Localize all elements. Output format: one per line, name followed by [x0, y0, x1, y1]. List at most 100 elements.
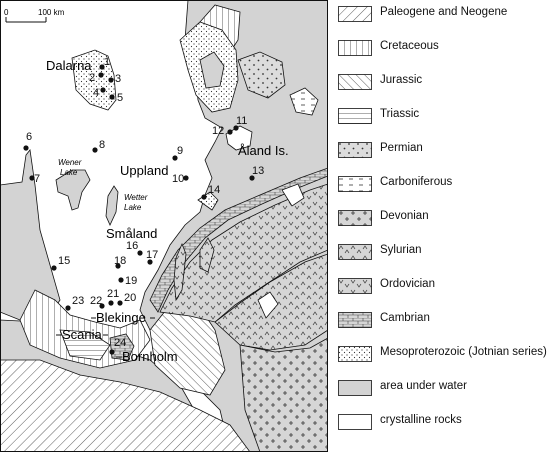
bornholm-island	[109, 333, 135, 361]
island-gotland	[199, 237, 215, 273]
legend-label-permian: Permian	[380, 142, 423, 154]
site-marker-8	[92, 147, 98, 153]
label-scania: Scania	[62, 327, 103, 342]
site-label-18: 18	[114, 255, 126, 267]
legend-item-devonian: Devonian	[338, 208, 548, 228]
zone-jotnian-south	[197, 191, 219, 211]
label-smaland: Småland	[106, 226, 157, 241]
geological-map: 0 100 km Dalarna Uppland Åland Is. Småla…	[0, 0, 328, 452]
label-wener-1: Wener	[58, 158, 82, 167]
site-marker-5	[109, 94, 115, 100]
site-label-3: 3	[115, 73, 121, 85]
label-wetter-1: Wetter	[124, 193, 148, 202]
water-kattegat	[0, 149, 61, 321]
site-label-1: 1	[104, 56, 110, 68]
zone-devonian	[239, 337, 328, 452]
legend-swatch-carboniferous	[338, 176, 372, 192]
site-label-16: 16	[126, 240, 138, 252]
legend-label-ordovician: Ordovician	[380, 278, 435, 290]
site-marker-12	[227, 129, 233, 135]
legend-swatch-devonian	[338, 210, 372, 226]
label-wener-2: Lake	[60, 168, 78, 177]
site-marker-23	[65, 305, 71, 311]
zone-jotnian-dalarna	[71, 49, 117, 111]
wetter-lake	[105, 185, 119, 226]
site-label-22: 22	[90, 295, 102, 307]
legend-label-crystalline: crystalline rocks	[380, 414, 462, 426]
label-uppland: Uppland	[120, 163, 168, 178]
label-blekinge: Blekinge	[96, 310, 146, 325]
site-marker-19	[118, 277, 124, 283]
legend-swatch-cretaceous	[338, 40, 372, 56]
site-label-4: 4	[93, 87, 99, 99]
site-label-6: 6	[26, 131, 32, 143]
legend-item-sylurian: Sylurian	[338, 242, 548, 262]
label-bornholm: Bornholm	[122, 349, 178, 364]
legend-item-jotnian: Mesoproterozoic (Jotnian series)	[338, 344, 548, 364]
label-wetter-2: Lake	[124, 203, 142, 212]
legend-label-triassic: Triassic	[380, 108, 420, 120]
island-east	[257, 291, 279, 319]
site-marker-6	[23, 145, 29, 151]
legend-swatch-crystalline	[338, 414, 372, 430]
site-marker-17	[147, 259, 153, 265]
site-label-23: 23	[72, 295, 84, 307]
legend-item-ordovician: Ordovician	[338, 276, 548, 296]
legend-swatch-ordovician	[338, 278, 372, 294]
legend-swatch-cambrian	[338, 312, 372, 328]
legend-item-triassic: Triassic	[338, 106, 548, 126]
legend-swatch-triassic	[338, 108, 372, 124]
site-label-11: 11	[236, 115, 247, 127]
legend-label-water: area under water	[380, 380, 467, 392]
legend-swatch-permian	[338, 142, 372, 158]
legend-item-paleogene: Paleogene and Neogene	[338, 4, 548, 24]
site-label-10: 10	[172, 173, 184, 185]
scale-bar: 0 100 km	[4, 8, 65, 23]
legend-label-cretaceous: Cretaceous	[380, 40, 439, 52]
legend-swatch-sylurian	[338, 244, 372, 260]
legend-item-cretaceous: Cretaceous	[338, 38, 548, 58]
legend-label-carboniferous: Carboniferous	[380, 176, 453, 188]
site-label-17: 17	[146, 249, 158, 261]
scale-zero: 0	[4, 8, 9, 17]
scale-label: 100 km	[38, 8, 65, 17]
site-marker-3	[108, 77, 114, 83]
site-marker-11	[233, 125, 239, 131]
site-label-24: 24	[114, 337, 126, 349]
site-label-8: 8	[99, 139, 105, 151]
legend-label-jurassic: Jurassic	[380, 74, 423, 86]
site-label-15: 15	[58, 255, 70, 267]
zone-jotnian-bay	[199, 51, 225, 89]
legend-item-water: area under water	[338, 378, 548, 398]
site-label-9: 9	[177, 145, 183, 157]
site-label-5: 5	[117, 92, 123, 104]
legend-item-crystalline: crystalline rocks	[338, 412, 548, 432]
legend-item-jurassic: Jurassic	[338, 72, 548, 92]
legend-swatch-jotnian	[338, 346, 372, 362]
legend-label-jotnian: Mesoproterozoic (Jotnian series)	[380, 346, 547, 358]
legend-label-cambrian: Cambrian	[380, 312, 430, 324]
site-marker-22	[99, 303, 105, 309]
legend-swatch-paleogene	[338, 6, 372, 22]
site-label-21: 21	[107, 288, 119, 300]
zone-ordovician	[159, 183, 328, 323]
site-marker-1	[99, 64, 105, 70]
site-marker-2	[98, 72, 104, 78]
site-marker-20	[117, 300, 123, 306]
island-north	[281, 183, 305, 207]
site-marker-7	[29, 175, 35, 181]
legend-label-devonian: Devonian	[380, 210, 429, 222]
legend-swatch-water	[338, 380, 372, 396]
zone-permian	[237, 51, 286, 99]
site-marker-18	[115, 263, 121, 269]
site-label-19: 19	[125, 275, 137, 287]
legend-label-sylurian: Sylurian	[380, 244, 422, 256]
legend-label-paleogene: Paleogene and Neogene	[380, 6, 508, 18]
legend-swatch-jurassic	[338, 74, 372, 90]
island-oland	[173, 242, 187, 302]
site-label-2: 2	[89, 72, 95, 84]
site-marker-24	[109, 349, 115, 355]
site-marker-15	[51, 265, 57, 271]
label-aland: Åland Is.	[238, 143, 289, 158]
